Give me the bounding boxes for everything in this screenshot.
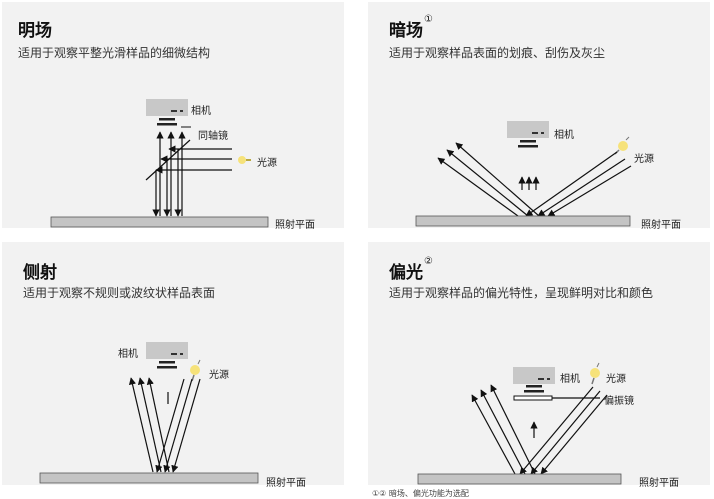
light-label: 光源 <box>257 158 277 169</box>
panel-darkfield: 暗场① 适用于观察样品表面的划痕、刮伤及灰尘 相机 光源 <box>368 2 710 231</box>
sidelight-diagram <box>39 342 259 484</box>
camera-icon <box>146 342 188 369</box>
light-bulb-icon <box>590 362 600 385</box>
light-bulb-icon <box>614 136 630 155</box>
panel-brightfield: 明场 适用于观察平整光滑样品的细微结构 <box>2 2 344 231</box>
plane-label: 照射平面 <box>266 478 306 489</box>
panel-title: 侧射 <box>23 263 57 283</box>
footnote: ①② 暗场、偏光功能为选配 <box>372 489 469 498</box>
plane-label: 照射平面 <box>641 220 681 231</box>
coaxial-label: 同轴镜 <box>198 131 228 142</box>
light-label: 光源 <box>634 154 654 165</box>
illumination-plane <box>415 215 631 227</box>
panel-title: 偏光② <box>389 256 433 283</box>
camera-label: 相机 <box>554 130 574 141</box>
darkfield-diagram <box>415 121 632 227</box>
light-bulb-icon <box>190 359 201 382</box>
coaxial-mirror <box>145 139 191 181</box>
polarizer-label: 偏振镜 <box>604 396 634 407</box>
camera-label: 相机 <box>118 349 138 360</box>
panel-description: 适用于观察样品的偏光特性，呈现鲜明对比和颜色 <box>389 286 654 300</box>
panel-title: 明场 <box>18 21 52 41</box>
light-label: 光源 <box>606 374 626 385</box>
camera-icon <box>146 99 188 126</box>
camera-label: 相机 <box>191 106 211 117</box>
polarized-diagram <box>417 362 622 485</box>
illumination-plane <box>39 472 259 484</box>
panel-description: 适用于观察样品表面的划痕、刮伤及灰尘 <box>389 46 606 60</box>
plane-label: 照射平面 <box>275 220 315 231</box>
camera-icon <box>513 367 555 393</box>
plane-label: 照射平面 <box>639 478 679 489</box>
panel-description: 适用于观察不规则或波纹状样品表面 <box>23 286 216 300</box>
polarizer <box>513 395 553 401</box>
illumination-plane <box>417 473 622 485</box>
camera-icon <box>507 121 549 148</box>
panel-polarized: 偏光② 适用于观察样品的偏光特性，呈现鲜明对比和颜色 <box>368 242 710 489</box>
light-label: 光源 <box>209 370 229 381</box>
brightfield-diagram <box>50 99 269 228</box>
panel-description: 适用于观察平整光滑样品的细微结构 <box>18 46 211 60</box>
light-bulb-icon <box>238 156 251 164</box>
camera-label: 相机 <box>560 374 580 385</box>
panel-sidelight: 侧射 适用于观察不规则或波纹状样品表面 相机 光源 照射平面 <box>2 242 344 489</box>
panel-title: 暗场① <box>389 14 433 41</box>
illumination-plane <box>50 216 269 228</box>
